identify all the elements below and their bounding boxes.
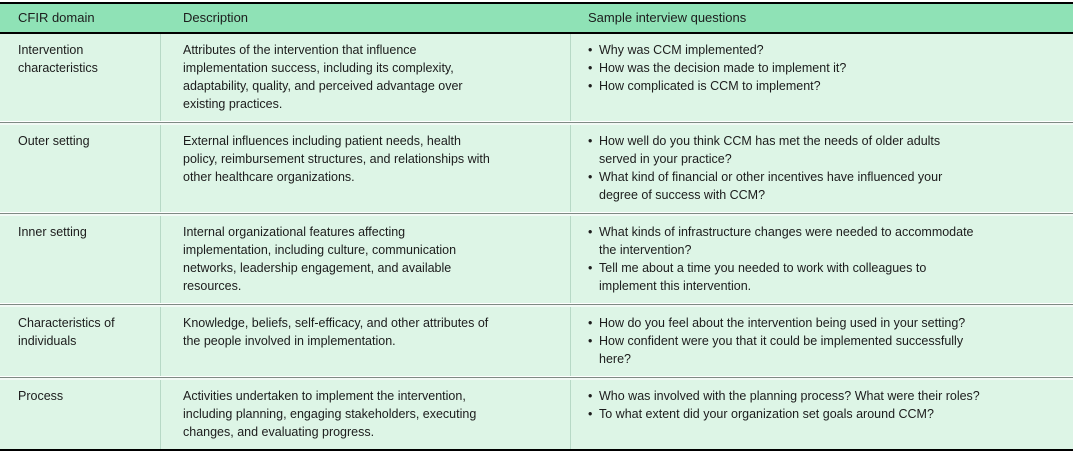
cell-questions: Why was CCM implemented?How was the deci… bbox=[570, 34, 1073, 121]
cell-description: Knowledge, beliefs, self-efficacy, and o… bbox=[183, 316, 489, 348]
cell-description: Attributes of the intervention that infl… bbox=[183, 43, 463, 111]
question-item: To what extent did your organization set… bbox=[588, 405, 1061, 423]
cell-questions: How well do you think CCM has met the ne… bbox=[570, 125, 1073, 212]
table-row: Characteristics of individuals Knowledge… bbox=[0, 307, 1073, 376]
question-list: How do you feel about the intervention b… bbox=[588, 314, 1061, 368]
question-list: What kinds of infrastructure changes wer… bbox=[588, 223, 1061, 295]
row-divider bbox=[0, 376, 1073, 380]
question-list: Why was CCM implemented?How was the deci… bbox=[588, 41, 1061, 95]
cell-domain: Intervention characteristics bbox=[18, 43, 98, 75]
question-list: Who was involved with the planning proce… bbox=[588, 387, 1061, 423]
question-item: How well do you think CCM has met the ne… bbox=[588, 132, 1061, 168]
cell-questions: Who was involved with the planning proce… bbox=[570, 380, 1073, 449]
cell-description: Activities undertaken to implement the i… bbox=[183, 389, 477, 439]
question-item: How was the decision made to implement i… bbox=[588, 59, 1061, 77]
column-separator bbox=[160, 34, 161, 449]
cell-questions: How do you feel about the intervention b… bbox=[570, 307, 1073, 376]
cell-questions: What kinds of infrastructure changes wer… bbox=[570, 216, 1073, 303]
question-item: What kinds of infrastructure changes wer… bbox=[588, 223, 1061, 259]
row-divider bbox=[0, 121, 1073, 125]
cell-domain: Inner setting bbox=[18, 225, 87, 239]
question-item: Who was involved with the planning proce… bbox=[588, 387, 1061, 405]
question-item: Tell me about a time you needed to work … bbox=[588, 259, 1061, 295]
cell-description: Internal organizational features affecti… bbox=[183, 225, 457, 293]
column-header-sample-interview-questions: Sample interview questions bbox=[588, 10, 747, 25]
question-item: Why was CCM implemented? bbox=[588, 41, 1061, 59]
cell-domain: Outer setting bbox=[18, 134, 90, 148]
question-item: How do you feel about the intervention b… bbox=[588, 314, 1061, 332]
column-header-description: Description bbox=[183, 10, 249, 25]
table-row: Outer setting External influences includ… bbox=[0, 125, 1073, 212]
column-separator bbox=[570, 34, 571, 449]
cell-domain: Process bbox=[18, 389, 64, 403]
cell-description: External influences including patient ne… bbox=[183, 134, 490, 184]
row-divider bbox=[0, 212, 1073, 216]
table-row: Process Activities undertaken to impleme… bbox=[0, 380, 1073, 449]
table-header-row: CFIR domain Description Sample interview… bbox=[0, 4, 1073, 34]
question-item: How confident were you that it could be … bbox=[588, 332, 1061, 368]
table-body: Intervention characteristics Attributes … bbox=[0, 34, 1073, 449]
table-row: Intervention characteristics Attributes … bbox=[0, 34, 1073, 121]
cell-domain: Characteristics of individuals bbox=[18, 316, 115, 348]
question-list: How well do you think CCM has met the ne… bbox=[588, 132, 1061, 204]
question-item: How complicated is CCM to implement? bbox=[588, 77, 1061, 95]
column-header-cfir-domain: CFIR domain bbox=[18, 10, 95, 25]
row-divider bbox=[0, 303, 1073, 307]
table-row: Inner setting Internal organizational fe… bbox=[0, 216, 1073, 303]
question-item: What kind of financial or other incentiv… bbox=[588, 168, 1061, 204]
